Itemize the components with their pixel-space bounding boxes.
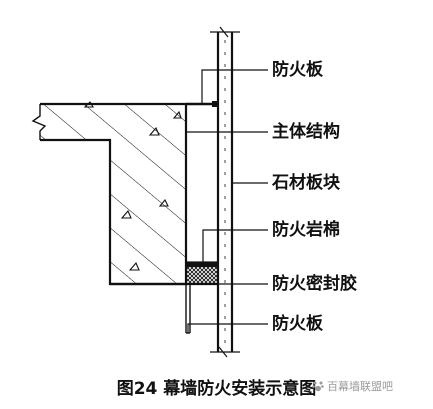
label-main-structure: 主体结构 (272, 122, 340, 142)
watermark: 百幕墙联盟吧 (312, 378, 393, 394)
fire-sealant (185, 261, 219, 285)
label-fireproof-board-bottom: 防火板 (272, 314, 323, 334)
leader-lines (186, 69, 268, 333)
watermark-text: 百幕墙联盟吧 (327, 380, 393, 393)
label-fireproof-board-top: 防火板 (272, 60, 323, 80)
paw-icon (312, 381, 324, 392)
figure-caption: 图24 幕墙防火安装示意图 (116, 379, 317, 399)
fireproof-board-bottom (110, 282, 218, 334)
label-stone-panel: 石材板块 (272, 173, 340, 193)
stone-panel (210, 26, 240, 358)
label-fire-rock-wool: 防火岩棉 (272, 220, 340, 240)
concrete-aggregate-marks (83, 101, 182, 271)
label-fire-sealant: 防火密封胶 (272, 274, 357, 294)
main-structure-slab (31, 102, 188, 286)
